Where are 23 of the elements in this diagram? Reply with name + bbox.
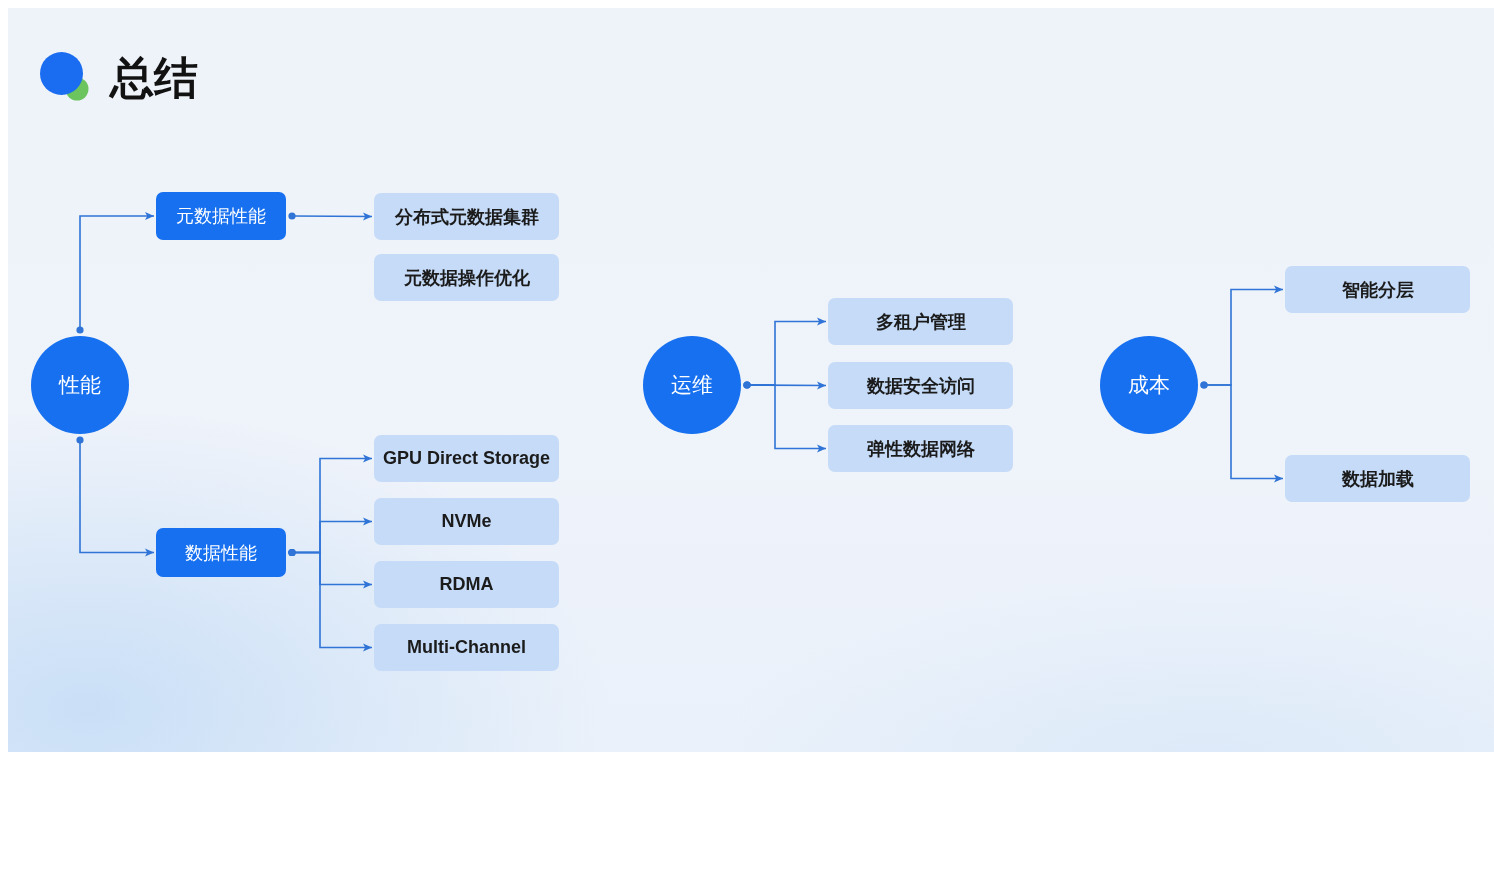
arrow bbox=[288, 548, 373, 652]
item-box: 分布式元数据集群 bbox=[374, 193, 559, 240]
item-box: RDMA bbox=[374, 561, 559, 608]
category-box: 元数据性能 bbox=[156, 192, 286, 240]
topic-circle: 运维 bbox=[643, 336, 741, 434]
category-box: 数据性能 bbox=[156, 528, 286, 577]
item-box: 智能分层 bbox=[1285, 266, 1470, 313]
item-box: Multi-Channel bbox=[374, 624, 559, 671]
item-box: GPU Direct Storage bbox=[374, 435, 559, 482]
item-box: 数据安全访问 bbox=[828, 362, 1013, 409]
arrow bbox=[76, 212, 155, 334]
item-box: 元数据操作优化 bbox=[374, 254, 559, 301]
arrow bbox=[76, 436, 155, 557]
item-box: 多租户管理 bbox=[828, 298, 1013, 345]
slide-title: 总结 bbox=[110, 52, 198, 104]
item-box: 数据加载 bbox=[1285, 455, 1470, 502]
arrow bbox=[743, 381, 827, 453]
topic-circle: 成本 bbox=[1100, 336, 1198, 434]
item-box: NVMe bbox=[374, 498, 559, 545]
arrow bbox=[288, 212, 373, 221]
topic-circle: 性能 bbox=[31, 336, 129, 434]
arrow bbox=[1200, 381, 1284, 483]
item-box: 弹性数据网络 bbox=[828, 425, 1013, 472]
